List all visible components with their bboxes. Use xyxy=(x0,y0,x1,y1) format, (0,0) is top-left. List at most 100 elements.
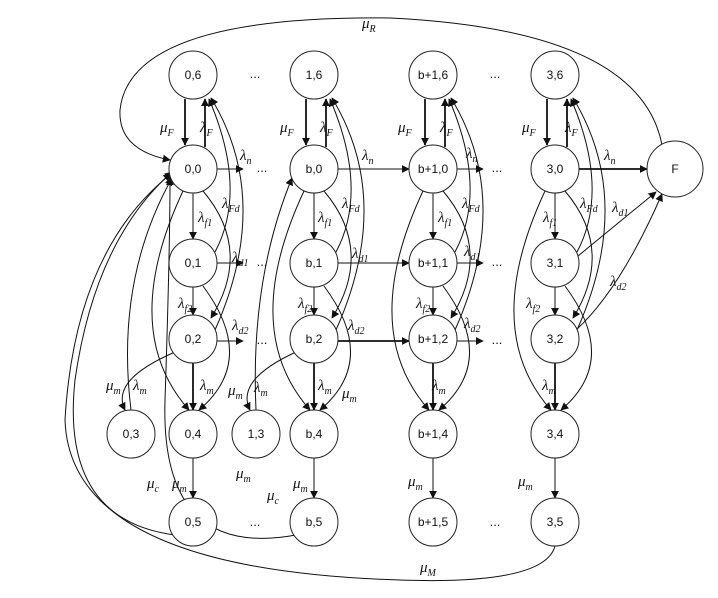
transition-rate-label: λn xyxy=(465,146,478,165)
state-node: 0,1 xyxy=(168,238,218,288)
transition-arrow xyxy=(560,285,592,411)
transition-arrow xyxy=(564,190,593,319)
rate-symbol: μ xyxy=(419,560,428,576)
transition-arrow xyxy=(208,98,231,253)
transition-arrow xyxy=(151,190,190,411)
state-circle xyxy=(408,314,458,364)
state-label: b,5 xyxy=(306,515,323,529)
transition-rate-label: μF xyxy=(397,120,413,139)
rate-subscript: f2 xyxy=(423,304,431,315)
transition-rate-label: λd2 xyxy=(231,318,249,337)
transition-rate-label: λf2 xyxy=(177,296,192,315)
rate-subscript: R xyxy=(369,24,376,35)
state-node: b,5 xyxy=(289,497,339,547)
state-circle xyxy=(530,409,580,459)
rate-symbol: λ xyxy=(611,200,619,216)
transition-arrow xyxy=(438,285,470,411)
state-node: 0,3 xyxy=(106,409,156,459)
rate-subscript: f2 xyxy=(305,304,313,315)
transition-rate-label: λFd xyxy=(461,196,481,215)
rate-symbol: λ xyxy=(463,244,471,260)
rate-subscript: F xyxy=(167,128,175,139)
state-label: 0,6 xyxy=(185,68,202,82)
state-circle xyxy=(408,238,458,288)
rate-subscript: m xyxy=(140,386,147,397)
state-node: 3,1 xyxy=(530,238,580,288)
state-node: 1,6 xyxy=(289,50,339,100)
transition-rate-label: λd1 xyxy=(231,250,249,269)
transition-arrow xyxy=(448,98,471,253)
transition-rate-label: λd2 xyxy=(609,274,627,293)
ellipsis: ... xyxy=(257,332,268,347)
state-circle xyxy=(289,50,339,100)
rate-symbol: μ xyxy=(341,386,350,402)
rate-symbol: λ xyxy=(231,318,239,334)
rate-subscript: f2 xyxy=(533,304,541,315)
rate-subscript: d1 xyxy=(619,208,629,219)
rate-subscript: F xyxy=(287,128,295,139)
transition-rate-label: λm xyxy=(199,378,214,397)
transition-rate-label: λF xyxy=(564,120,579,139)
state-node: b+1,2 xyxy=(408,314,458,364)
rate-subscript: f1 xyxy=(325,218,333,229)
state-node: 0,2 xyxy=(168,314,218,364)
state-label: b,4 xyxy=(306,427,323,441)
state-label: b,2 xyxy=(306,332,323,346)
rate-symbol: λ xyxy=(317,210,325,226)
state-circle xyxy=(289,238,339,288)
transition-arrow xyxy=(331,97,365,331)
edges-layer xyxy=(64,17,663,582)
rate-symbol: λ xyxy=(221,196,229,212)
rate-symbol: λ xyxy=(199,378,207,394)
rate-symbol: μ xyxy=(279,120,288,136)
rate-symbol: μ xyxy=(292,476,301,492)
state-circle xyxy=(289,144,339,194)
transition-rate-label: λF xyxy=(439,120,454,139)
rate-subscript: m xyxy=(416,482,423,493)
transition-rate-label: λm xyxy=(253,380,268,399)
transition-rate-label: λF xyxy=(319,120,334,139)
rate-subscript: n xyxy=(247,156,252,167)
state-node: 3,5 xyxy=(530,497,580,547)
rate-subscript: F xyxy=(571,128,579,139)
rate-subscript: Fd xyxy=(348,204,361,215)
transition-rate-label: μM xyxy=(419,560,437,579)
state-label: b+1,1 xyxy=(418,256,449,270)
state-node: b+1,4 xyxy=(408,409,458,459)
rate-symbol: μ xyxy=(227,383,236,399)
state-node: 0,4 xyxy=(168,409,218,459)
state-node: b,2 xyxy=(289,314,339,364)
transition-arrow xyxy=(513,190,552,411)
transition-arrow xyxy=(210,97,244,331)
rate-subscript: F xyxy=(529,128,537,139)
transition-rate-label: λf1 xyxy=(317,210,332,229)
state-circle xyxy=(530,144,580,194)
transition-rate-label: μm xyxy=(227,383,243,402)
state-node: 3,4 xyxy=(530,409,580,459)
transition-rate-label: μm xyxy=(517,474,533,493)
transition-arrow xyxy=(450,97,484,331)
rate-subscript: m xyxy=(301,484,308,495)
state-node: 0,6 xyxy=(168,50,218,100)
state-circle xyxy=(530,50,580,100)
rate-symbol: λ xyxy=(351,246,359,262)
rate-symbol: λ xyxy=(347,318,355,334)
state-label: b+1,4 xyxy=(418,427,449,441)
ellipsis: ... xyxy=(490,514,501,529)
rate-subscript: d2 xyxy=(617,282,627,293)
state-label: b+1,2 xyxy=(418,332,449,346)
rate-subscript: M xyxy=(427,568,437,579)
ellipsis: ... xyxy=(490,66,501,81)
rate-subscript: f1 xyxy=(205,218,213,229)
transition-arrow xyxy=(575,193,663,331)
rate-symbol: λ xyxy=(361,148,369,164)
state-label: 0,2 xyxy=(185,332,202,346)
state-circle xyxy=(289,314,339,364)
rate-subscript: Fd xyxy=(586,204,599,215)
state-node: b+1,0 xyxy=(408,144,458,194)
transition-arrow xyxy=(272,190,311,411)
state-label: 3,4 xyxy=(547,427,564,441)
rate-symbol: λ xyxy=(579,196,587,212)
